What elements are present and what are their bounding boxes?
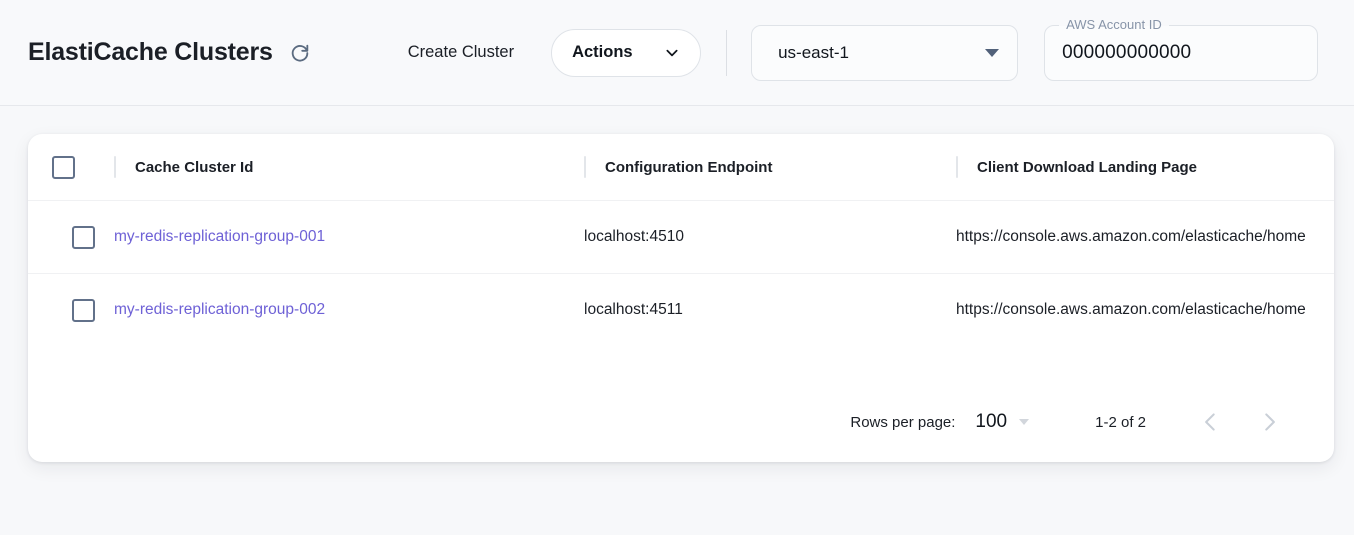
row-select-cell <box>28 200 114 274</box>
column-header-configuration-endpoint[interactable]: Configuration Endpoint <box>584 134 956 201</box>
cell-client-download-landing-page: https://console.aws.amazon.com/elasticac… <box>956 273 1334 347</box>
configuration-endpoint-value: localhost:4511 <box>584 301 683 319</box>
next-page-button[interactable] <box>1248 401 1290 443</box>
refresh-icon-glyph <box>291 44 308 61</box>
aws-account-id-label: AWS Account ID <box>1066 16 1162 32</box>
cluster-id-link[interactable]: my-redis-replication-group-001 <box>114 228 326 245</box>
previous-page-button[interactable] <box>1190 401 1232 443</box>
cell-cache-cluster-id: my-redis-replication-group-002 <box>114 273 584 347</box>
rows-per-page-label: Rows per page: <box>850 413 956 431</box>
table-row[interactable]: my-redis-replication-group-001 localhost… <box>28 200 1334 274</box>
client-download-landing-page-value: https://console.aws.amazon.com/elasticac… <box>956 301 1306 319</box>
main-content: Cache Cluster Id Configuration Endpoint … <box>0 106 1354 462</box>
column-header-label: Cache Cluster Id <box>135 158 254 176</box>
region-select[interactable]: us-east-1 <box>751 24 1019 81</box>
clusters-table-card: Cache Cluster Id Configuration Endpoint … <box>28 134 1334 462</box>
row-select-cell <box>28 273 114 347</box>
row-checkbox[interactable] <box>72 298 95 322</box>
column-header-label: Configuration Endpoint <box>605 158 773 176</box>
table-header-row: Cache Cluster Id Configuration Endpoint … <box>28 134 1334 201</box>
chevron-left-icon <box>1205 413 1215 431</box>
client-download-landing-page-value: https://console.aws.amazon.com/elasticac… <box>956 228 1306 245</box>
column-header-client-download-landing-page[interactable]: Client Download Landing Page <box>956 134 1334 201</box>
column-header-label: Client Download Landing Page <box>977 158 1198 176</box>
actions-button-label: Actions <box>572 43 633 61</box>
table-header: Cache Cluster Id Configuration Endpoint … <box>28 134 1334 201</box>
cell-client-download-landing-page: https://console.aws.amazon.com/elasticac… <box>956 200 1334 274</box>
cell-configuration-endpoint: localhost:4511 <box>584 273 956 347</box>
chevron-down-icon <box>666 49 678 56</box>
table-body: my-redis-replication-group-001 localhost… <box>28 200 1334 347</box>
chevron-down-icon <box>1019 419 1030 425</box>
cluster-id-link[interactable]: my-redis-replication-group-002 <box>114 301 326 319</box>
refresh-icon[interactable] <box>287 40 313 66</box>
header-divider <box>726 29 728 76</box>
clusters-table: Cache Cluster Id Configuration Endpoint … <box>28 134 1334 347</box>
table-pagination: Rows per page: 100 1-2 of 2 <box>28 382 1334 462</box>
create-cluster-button[interactable]: Create Cluster <box>404 35 518 70</box>
rows-per-page-value: 100 <box>975 411 1008 432</box>
rows-per-page-select[interactable]: 100 <box>975 411 1030 433</box>
region-select-value: us-east-1 <box>778 42 849 62</box>
pagination-range-label: 1-2 of 2 <box>1095 413 1146 431</box>
row-checkbox[interactable] <box>72 225 95 249</box>
configuration-endpoint-value: localhost:4510 <box>584 228 684 245</box>
table-row[interactable]: my-redis-replication-group-002 localhost… <box>28 273 1334 347</box>
aws-account-id-field[interactable]: AWS Account ID <box>1044 17 1319 81</box>
caret-down-icon <box>985 48 1000 57</box>
select-all-checkbox[interactable] <box>52 155 75 179</box>
page-title: ElastiCache Clusters <box>28 38 273 66</box>
column-header-cache-cluster-id[interactable]: Cache Cluster Id <box>114 134 584 201</box>
actions-button[interactable]: Actions <box>551 28 702 77</box>
app-header: ElastiCache Clusters Create Cluster Acti… <box>0 0 1354 106</box>
select-all-header <box>28 134 114 201</box>
cell-cache-cluster-id: my-redis-replication-group-001 <box>114 200 584 274</box>
cell-configuration-endpoint: localhost:4510 <box>584 200 956 274</box>
chevron-right-icon <box>1265 413 1275 431</box>
title-group: ElastiCache Clusters <box>28 38 313 67</box>
